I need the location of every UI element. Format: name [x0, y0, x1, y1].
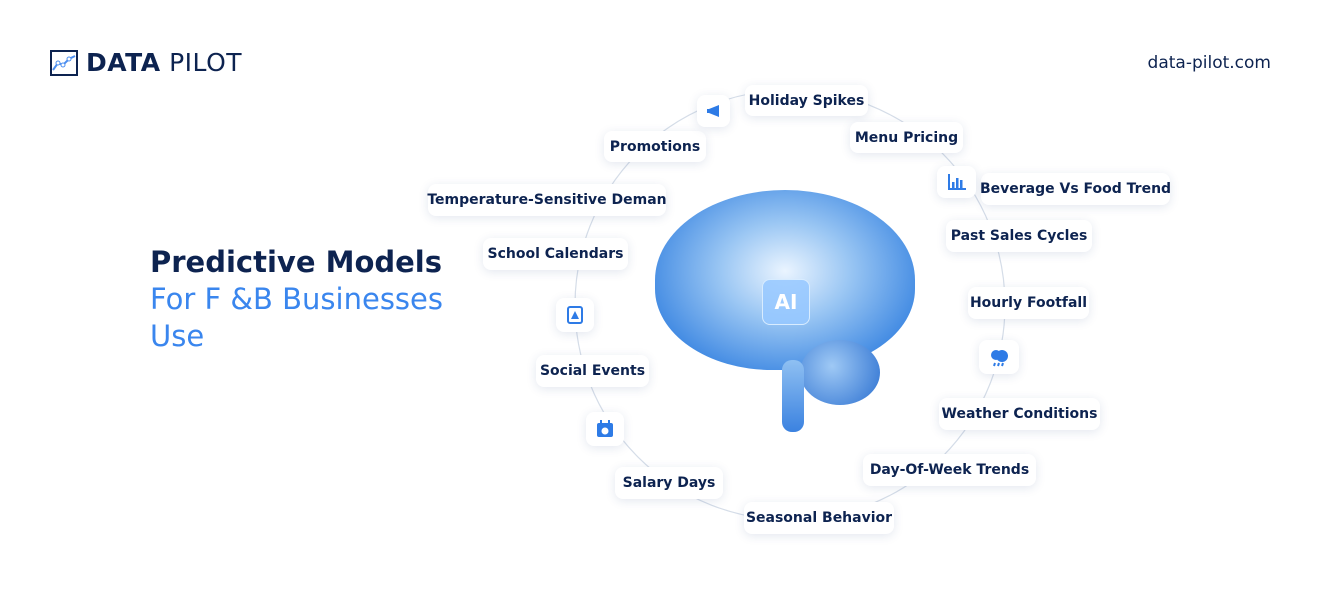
headline-line1: Predictive Models	[150, 245, 442, 279]
factor-weather-conditions: Weather Conditions	[939, 398, 1100, 430]
factor-menu-pricing: Menu Pricing	[850, 122, 963, 153]
factor-beverage-vs-food: Beverage Vs Food Trend	[980, 173, 1171, 205]
factor-past-sales: Past Sales Cycles	[946, 220, 1092, 252]
ai-badge: AI	[762, 279, 810, 325]
calendar-book-icon	[556, 298, 594, 332]
calendar-dollar-icon	[586, 412, 624, 446]
factor-salary-days: Salary Days	[615, 467, 723, 499]
factor-holiday-spikes: Holiday Spikes	[745, 85, 868, 116]
factor-day-of-week: Day-Of-Week Trends	[863, 454, 1036, 486]
logo-chart-icon	[50, 49, 78, 76]
brain-stem	[782, 360, 804, 432]
factor-hourly-footfall: Hourly Footfall	[968, 287, 1089, 319]
logo-bold: DATA	[86, 48, 161, 77]
factor-seasonal-behavior: Seasonal Behavior	[744, 502, 894, 534]
logo-light: PILOT	[169, 48, 243, 77]
factor-temperature: Temperature-Sensitive Deman	[427, 184, 667, 216]
factor-promotions: Promotions	[604, 131, 706, 162]
headline-line2: For F &B Businesses	[150, 282, 443, 316]
factor-school-calendars: School Calendars	[483, 238, 628, 270]
factor-social-events: Social Events	[536, 355, 649, 387]
megaphone-icon	[697, 95, 730, 127]
cerebellum	[800, 340, 880, 405]
website-link[interactable]: data-pilot.com	[1147, 53, 1271, 73]
headline: Predictive Models For F &B Businesses Us…	[150, 244, 443, 355]
headline-line3: Use	[150, 319, 205, 353]
logo: DATA PILOT	[50, 48, 242, 77]
bar-chart-icon	[937, 166, 976, 198]
weather-icon	[979, 340, 1019, 374]
